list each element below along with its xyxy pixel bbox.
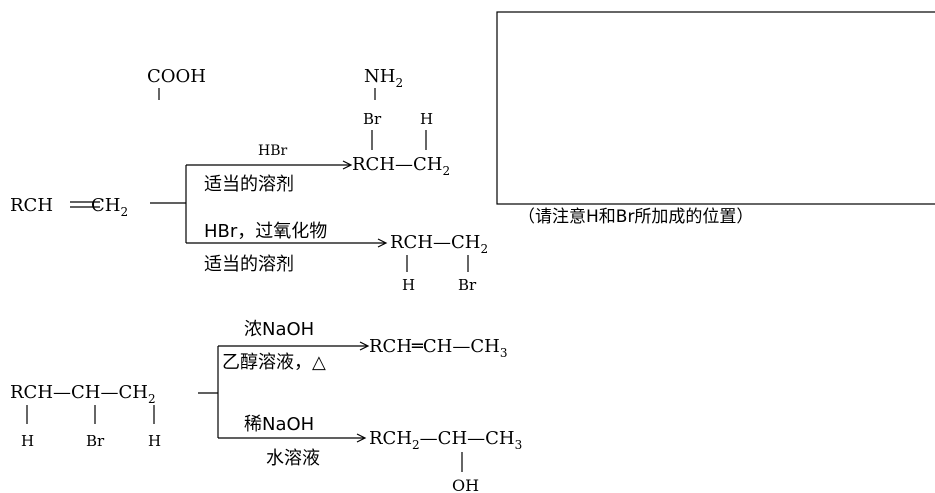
p4-formula: RCH2—CH—CH3 (369, 428, 522, 452)
cooh-label: COOH (147, 66, 206, 87)
answer-box (496, 11, 935, 205)
r3-reagent: 浓NaOH (244, 319, 314, 340)
p1-br: Br (363, 110, 382, 128)
arrow-3-head (359, 341, 370, 351)
r2-reagent: HBr，过氧化物 (204, 221, 327, 242)
box-note: （请注意H和Br所加成的位置） (518, 207, 753, 227)
r1-condition: 适当的溶剂 (204, 174, 294, 195)
r4-condition: 水溶液 (266, 448, 320, 469)
arrow-1-head (342, 160, 353, 170)
sub-h1: H (21, 432, 34, 450)
r3-condition: 乙醇溶液，△ (222, 352, 326, 373)
nh2-label: NH2 (364, 66, 403, 90)
arrow-4-head (356, 433, 367, 443)
p3-formula: RCH═CH—CH3 (369, 336, 507, 360)
p1-formula: RCH—CH2 (352, 154, 450, 178)
p2-h: H (402, 276, 415, 294)
p2-br: Br (458, 276, 477, 294)
bromoalkane-reactant: RCH—CH—CH2 (10, 382, 156, 406)
r1-reagent: HBr (258, 143, 287, 159)
r2-condition: 适当的溶剂 (204, 254, 294, 275)
p2-formula: RCH—CH2 (390, 232, 488, 256)
arrow-2-head (377, 238, 388, 248)
sub-h2: H (148, 432, 161, 450)
sub-br: Br (86, 432, 105, 450)
r4-reagent: 稀NaOH (244, 414, 314, 435)
p4-oh: OH (452, 476, 479, 493)
p1-h: H (420, 110, 433, 128)
